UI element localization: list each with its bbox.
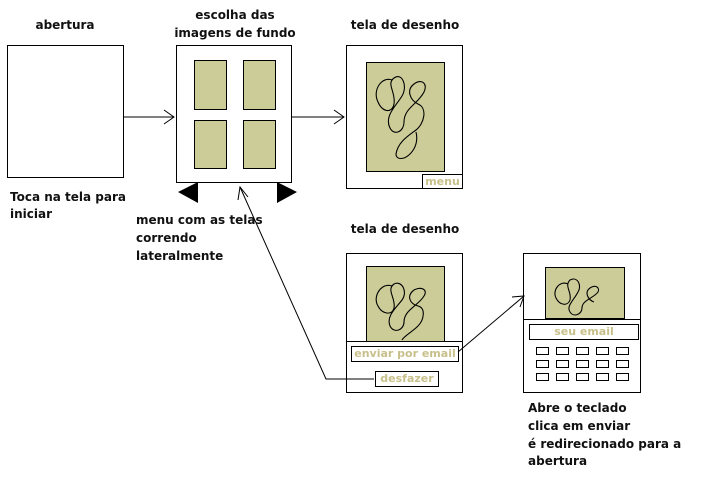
scroll-left-icon — [178, 182, 198, 203]
menu-description-line3: lateralmente — [136, 249, 224, 263]
abre-description-line3: é redirecionado para a abertura — [528, 437, 682, 468]
background-thumbnail — [194, 60, 227, 110]
keyboard-key[interactable] — [616, 373, 629, 381]
keyboard-key[interactable] — [616, 360, 629, 368]
tela-desenho-title-1: tela de desenho — [350, 18, 460, 32]
background-thumbnail — [243, 120, 276, 169]
keyboard-key[interactable] — [596, 373, 609, 381]
escolha-title-line1: escolha das — [195, 8, 275, 22]
toca-description-line2: iniciar — [10, 207, 53, 221]
screen-divider — [524, 319, 640, 320]
menu-description-line2: correndo — [136, 231, 197, 245]
keyboard-key[interactable] — [556, 360, 569, 368]
menu-description-line1: menu com as telas — [136, 213, 263, 227]
keyboard-key[interactable] — [556, 373, 569, 381]
drawing-canvas — [545, 267, 625, 319]
flow-arrow-head — [163, 109, 175, 125]
keyboard-key[interactable] — [536, 347, 549, 355]
back-arrow-head — [237, 185, 249, 201]
drawing-screen-1: menu — [346, 45, 463, 189]
keyboard-key[interactable] — [596, 360, 609, 368]
keyboard-key[interactable] — [576, 360, 589, 368]
keyboard-key[interactable] — [576, 347, 589, 355]
background-thumbnail — [243, 60, 276, 110]
toca-description-line1: Toca na tela para — [10, 190, 127, 204]
keyboard-key[interactable] — [596, 347, 609, 355]
abertura-screen — [7, 45, 124, 178]
tela-desenho-title-2: tela de desenho — [350, 222, 460, 236]
drawing-canvas — [366, 62, 445, 172]
escolha-title-line2: imagens de fundo — [174, 26, 296, 40]
keyboard-key[interactable] — [536, 373, 549, 381]
abre-description-line2: clica em enviar — [528, 419, 631, 433]
menu-button[interactable]: menu — [422, 174, 462, 188]
desfazer-button[interactable]: desfazer — [375, 371, 439, 387]
keyboard-key[interactable] — [616, 347, 629, 355]
keyboard — [536, 347, 636, 385]
background-choice-screen — [176, 45, 292, 183]
flow-arrow-head — [333, 109, 345, 125]
keyboard-key[interactable] — [556, 347, 569, 355]
scroll-right-icon — [277, 182, 297, 203]
screen-divider — [347, 341, 462, 342]
abre-description-line1: Abre o teclado — [528, 401, 627, 415]
flow-arrow — [457, 295, 525, 353]
keyboard-key[interactable] — [536, 360, 549, 368]
abertura-title: abertura — [35, 18, 95, 32]
background-thumbnail — [194, 120, 227, 169]
email-field[interactable]: seu email — [529, 324, 639, 340]
drawing-screen-2: enviar por email desfazer — [346, 253, 463, 393]
drawing-canvas — [366, 266, 445, 342]
keyboard-screen: seu email — [523, 253, 641, 393]
keyboard-key[interactable] — [576, 373, 589, 381]
enviar-por-email-button[interactable]: enviar por email — [351, 346, 459, 362]
